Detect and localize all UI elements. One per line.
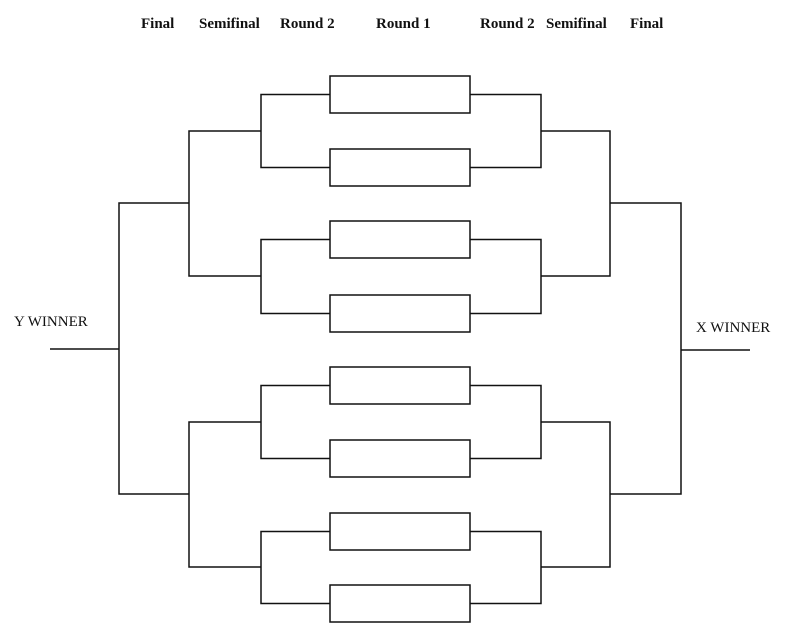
left-bracket-lines: [50, 93, 330, 605]
header-right-final: Final: [630, 16, 664, 32]
x-winner-label: X WINNER: [696, 320, 771, 336]
round1-slots: [329, 75, 471, 623]
round1-slot-2[interactable]: [329, 148, 471, 187]
round1-slot-6[interactable]: [329, 439, 471, 478]
right-semifinal-bracket-2: [541, 421, 611, 568]
header-left-final: Final: [141, 16, 175, 32]
header-right-semifinal: Semifinal: [546, 16, 607, 32]
round1-slot-8[interactable]: [329, 584, 471, 623]
right-round2-bracket-1: [470, 93, 542, 169]
left-round2-bracket-3: [260, 384, 330, 460]
right-bracket-lines: [470, 93, 750, 605]
round1-slot-5[interactable]: [329, 366, 471, 405]
header-left-round2: Round 2: [280, 16, 335, 32]
left-final-bracket: [118, 202, 189, 495]
left-semifinal-bracket-1: [188, 130, 261, 277]
round1-slot-3[interactable]: [329, 220, 471, 259]
right-round2-bracket-4: [470, 530, 542, 605]
left-round2-bracket-1: [260, 93, 330, 169]
right-final-bracket: [610, 202, 682, 495]
round1-slot-7[interactable]: [329, 512, 471, 551]
round1-slot-4[interactable]: [329, 294, 471, 333]
y-winner-label: Y WINNER: [14, 314, 88, 330]
left-round2-bracket-2: [260, 238, 330, 315]
right-round2-bracket-3: [470, 384, 542, 460]
left-round2-bracket-4: [260, 530, 330, 605]
left-semifinal-bracket-2: [188, 421, 261, 568]
header-right-round2: Round 2: [480, 16, 535, 32]
right-round2-bracket-2: [470, 238, 542, 315]
right-semifinal-bracket-1: [541, 130, 611, 277]
header-left-semifinal: Semifinal: [199, 16, 260, 32]
header-round1: Round 1: [376, 16, 431, 32]
round1-slot-1[interactable]: [329, 75, 471, 114]
